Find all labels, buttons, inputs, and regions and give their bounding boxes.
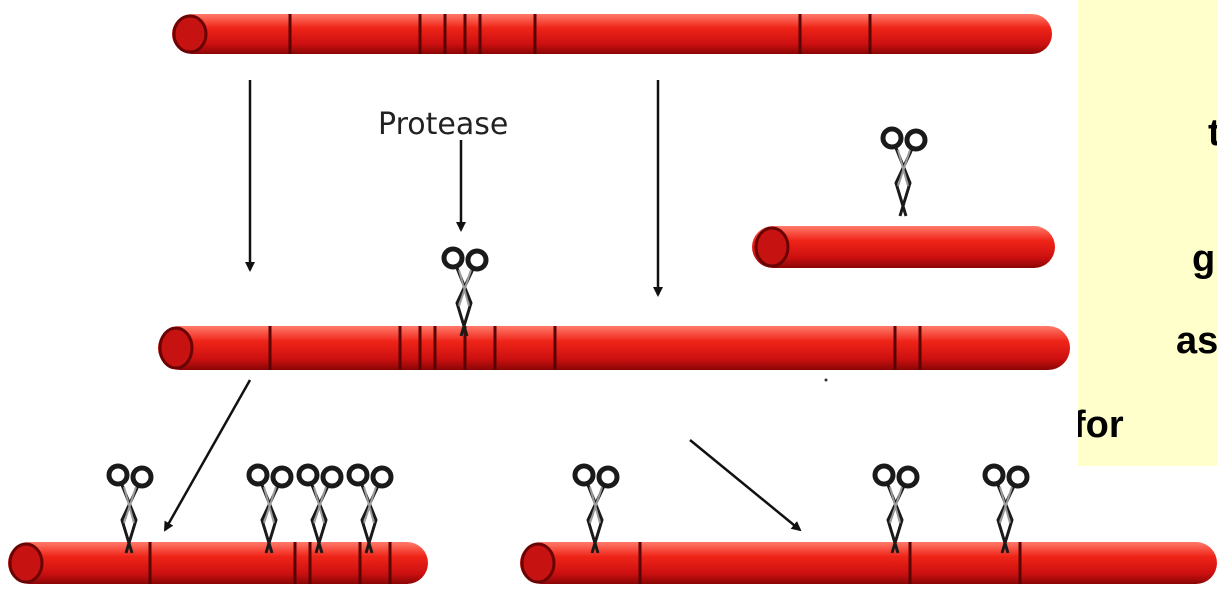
text-panel-line: for	[1078, 404, 1124, 446]
polypeptide-top	[172, 14, 1052, 54]
scissors-icon	[985, 466, 1027, 553]
arrow-icon	[163, 379, 252, 532]
arrow-icon	[689, 439, 802, 532]
scissors-icon	[575, 466, 617, 553]
scissors-icon	[249, 466, 291, 553]
polypeptide-bottom-left	[8, 542, 428, 584]
text-panel: t g as for	[1078, 0, 1217, 466]
scissors-icon	[875, 466, 917, 553]
scissors-icon	[883, 129, 925, 216]
scissors-icon	[109, 466, 151, 553]
scissors-icon	[444, 249, 486, 336]
polypeptide-middle	[158, 326, 1070, 370]
text-panel-line: as	[1176, 320, 1217, 362]
polypeptide-fragment-right	[752, 226, 1055, 268]
text-panel-line: g	[1192, 238, 1216, 280]
protease-label: Protease	[378, 107, 508, 142]
scissors-icon	[299, 466, 341, 553]
polypeptide-bottom-right	[520, 542, 1217, 584]
scissors-icon	[349, 466, 391, 553]
text-panel-line: t	[1208, 112, 1217, 154]
